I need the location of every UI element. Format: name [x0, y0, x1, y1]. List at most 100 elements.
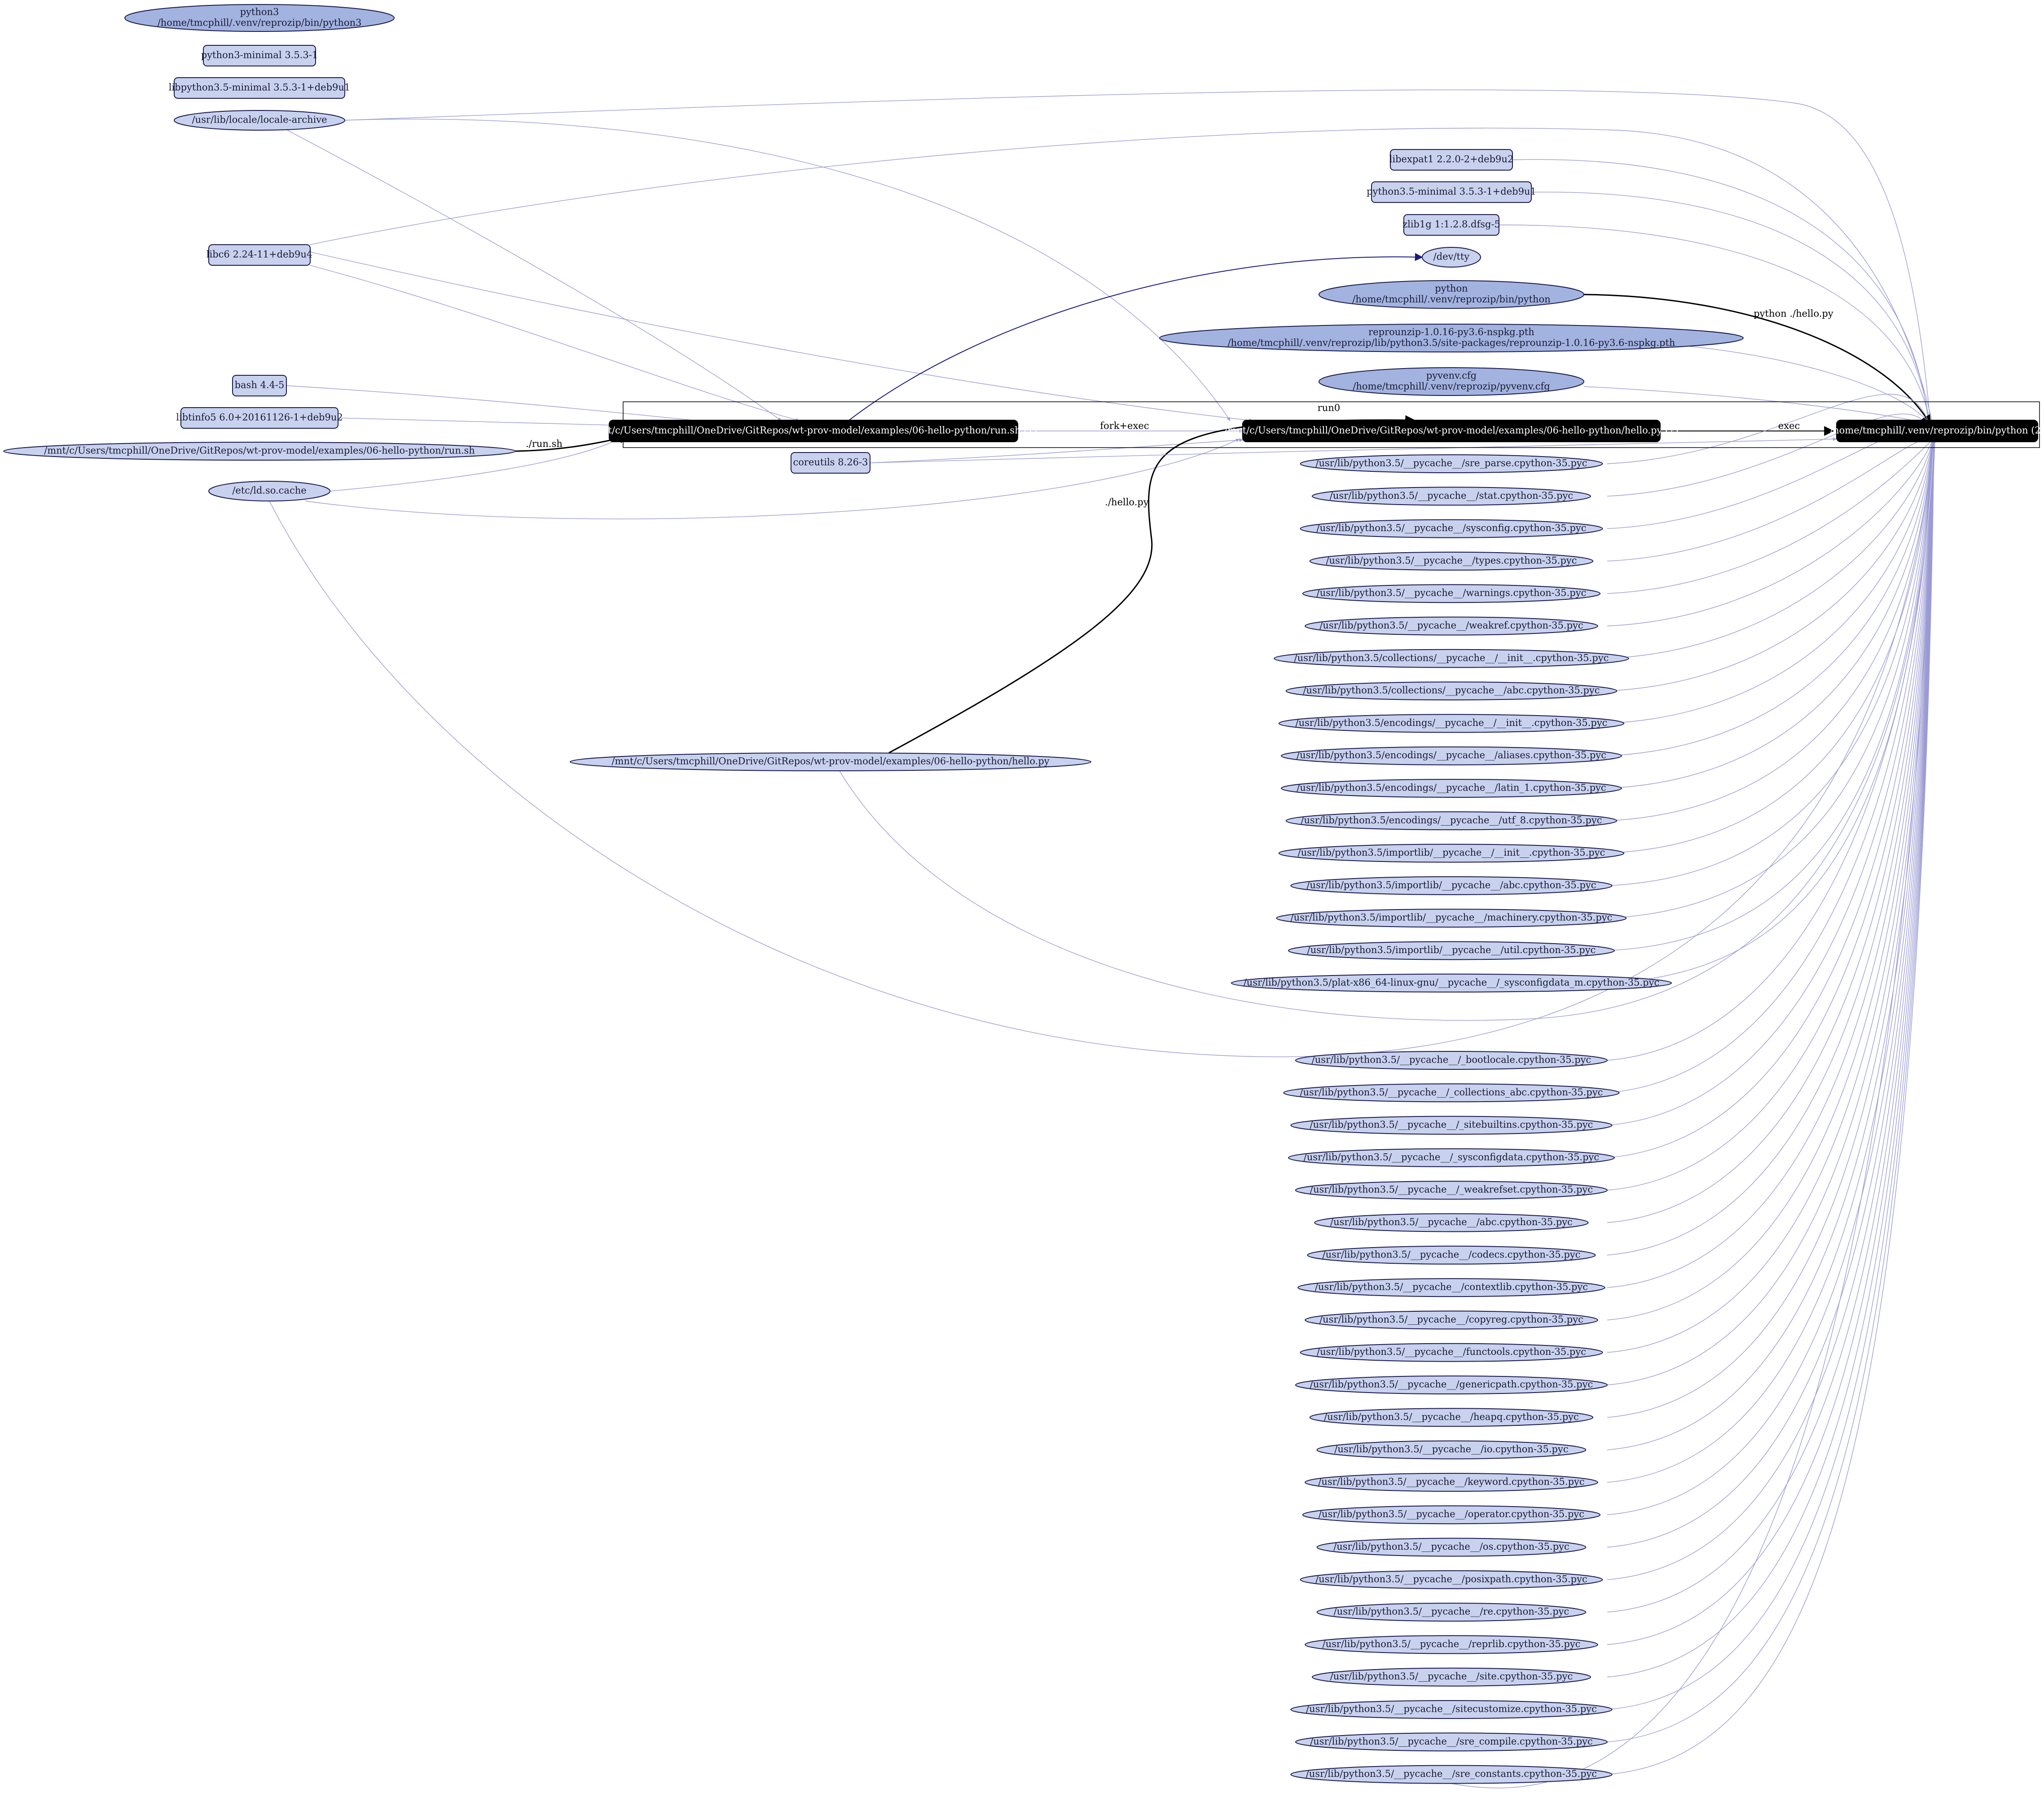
node-pyc-lower-18[interactable]: /usr/lib/python3.5/__pycache__/reprlib.c…	[1305, 1635, 1598, 1654]
node-label: /usr/lib/python3.5/collections/__pycache…	[1303, 685, 1600, 696]
node-pyc-upper-13[interactable]: /usr/lib/python3.5/importlib/__pycache__…	[1290, 876, 1613, 895]
node-pyc-lower-14[interactable]: /usr/lib/python3.5/__pycache__/operator.…	[1302, 1505, 1601, 1525]
edge-light	[1607, 435, 1934, 562]
node-pyc-upper-5[interactable]: /usr/lib/python3.5/__pycache__/weakref.c…	[1305, 616, 1598, 636]
node-libtinfo5[interactable]: libtinfo5 6.0+20161126-1+deb9u2	[176, 407, 343, 429]
node-pyc-lower-9[interactable]: /usr/lib/python3.5/__pycache__/functools…	[1300, 1343, 1603, 1362]
node-pyc-lower-1[interactable]: /usr/lib/python3.5/__pycache__/_collecti…	[1283, 1083, 1620, 1103]
node-pyc-lower-3[interactable]: /usr/lib/python3.5/__pycache__/_sysconfi…	[1288, 1148, 1615, 1167]
node-pyc-lower-10[interactable]: /usr/lib/python3.5/__pycache__/genericpa…	[1295, 1376, 1608, 1394]
nodes-layer: python3/home/tmcphill/.venv/reprozip/bin…	[3, 4, 2044, 1784]
node-pyc-lower-17[interactable]: /usr/lib/python3.5/__pycache__/re.cpytho…	[1316, 1603, 1587, 1622]
node-python3-minimal[interactable]: python3-minimal 3.5.3-1	[201, 45, 318, 66]
edge-light	[1607, 439, 1936, 1580]
edge-light	[1607, 439, 1936, 1418]
node-pyc-lower-16[interactable]: /usr/lib/python3.5/__pycache__/posixpath…	[1300, 1570, 1603, 1589]
node-pyc-upper-12[interactable]: /usr/lib/python3.5/importlib/__pycache__…	[1278, 844, 1625, 863]
node-label: python3	[240, 7, 279, 18]
node-pyc-lower-8[interactable]: /usr/lib/python3.5/__pycache__/copyreg.c…	[1305, 1310, 1598, 1330]
node-pyc-upper-3[interactable]: /usr/lib/python3.5/__pycache__/types.cpy…	[1309, 551, 1594, 571]
node-python-prog[interactable]: python/home/tmcphill/.venv/reprozip/bin/…	[1319, 280, 1584, 309]
node-pyc-lower-22[interactable]: /usr/lib/python3.5/__pycache__/sre_const…	[1290, 1765, 1613, 1784]
node-pyc-lower-12[interactable]: /usr/lib/python3.5/__pycache__/io.cpytho…	[1316, 1440, 1587, 1459]
node-proc-run-sh[interactable]: /mnt/c/Users/tmcphill/OneDrive/GitRepos/…	[590, 420, 1037, 442]
node-libpython-minimal[interactable]: libpython3.5-minimal 3.5.3-1+deb9u1	[169, 77, 351, 99]
node-pyc-lower-21[interactable]: /usr/lib/python3.5/__pycache__/sre_compi…	[1295, 1732, 1608, 1752]
node-label: /mnt/c/Users/tmcphill/OneDrive/GitRepos/…	[1224, 425, 1679, 436]
node-pyc-lower-4[interactable]: /usr/lib/python3.5/__pycache__/_weakrefs…	[1295, 1181, 1608, 1200]
edge-light	[1607, 439, 1936, 1321]
node-locale-archive[interactable]: /usr/lib/locale/locale-archive	[174, 110, 345, 131]
edge-light	[1607, 439, 1936, 1223]
node-python35-minimal[interactable]: python3.5-minimal 3.5.3-1+deb9u1	[1367, 181, 1536, 203]
edge-light	[1607, 439, 1935, 821]
node-label: pyvenv.cfg	[1426, 370, 1477, 381]
node-libexpat1[interactable]: libexpat1 2.2.0-2+deb9u2	[1389, 149, 1514, 171]
node-pyc-upper-7[interactable]: /usr/lib/python3.5/collections/__pycache…	[1285, 681, 1618, 701]
node-pyc-upper-6[interactable]: /usr/lib/python3.5/collections/__pycache…	[1274, 649, 1629, 668]
edge-light	[1607, 439, 1936, 1645]
node-label: zlib1g 1:1.2.8.dfsg-5	[1402, 219, 1500, 230]
node-pyc-lower-15[interactable]: /usr/lib/python3.5/__pycache__/os.cpytho…	[1316, 1538, 1587, 1557]
edge-light	[1607, 439, 1936, 1288]
node-pyc-upper-2[interactable]: /usr/lib/python3.5/__pycache__/sysconfig…	[1300, 519, 1603, 538]
node-pyc-upper-11[interactable]: /usr/lib/python3.5/encodings/__pycache__…	[1285, 811, 1618, 831]
node-label: /usr/lib/python3.5/__pycache__/operator.…	[1319, 1509, 1584, 1520]
node-label: /usr/lib/python3.5/__pycache__/sysconfig…	[1317, 523, 1587, 533]
node-dev-tty[interactable]: /dev/tty	[1422, 247, 1481, 268]
node-label: /usr/lib/python3.5/__pycache__/copyreg.c…	[1319, 1314, 1583, 1325]
edge-light	[1607, 439, 1936, 1742]
edge-light	[1607, 439, 1936, 1548]
node-pyc-lower-11[interactable]: /usr/lib/python3.5/__pycache__/heapq.cpy…	[1309, 1408, 1594, 1427]
node-hello-py-file[interactable]: /mnt/c/Users/tmcphill/OneDrive/GitRepos/…	[570, 752, 1091, 771]
edge-light	[1607, 439, 1935, 984]
node-pyc-upper-0[interactable]: /usr/lib/python3.5/__pycache__/sre_parse…	[1300, 454, 1603, 473]
node-bash[interactable]: bash 4.4-5	[232, 375, 287, 396]
node-python3[interactable]: python3/home/tmcphill/.venv/reprozip/bin…	[124, 4, 395, 32]
edge-light	[1451, 439, 1937, 1789]
node-pyc-lower-20[interactable]: /usr/lib/python3.5/__pycache__/sitecusto…	[1290, 1700, 1613, 1719]
node-nspkg-pth[interactable]: reprounzip-1.0.16-py3.6-nspkg.pth/home/t…	[1159, 324, 1744, 352]
node-libc6[interactable]: libc6 2.24-11+deb9u4	[207, 244, 312, 266]
node-pyvenv-cfg[interactable]: pyvenv.cfg/home/tmcphill/.venv/reprozip/…	[1319, 367, 1584, 396]
edge-light	[341, 119, 1231, 421]
node-label: /usr/lib/python3.5/importlib/__pycache__…	[1298, 847, 1605, 858]
edge-light	[1607, 439, 1936, 1061]
node-run-sh-file[interactable]: /mnt/c/Users/tmcphill/OneDrive/GitRepos/…	[3, 442, 516, 461]
node-label: /usr/lib/python3.5/__pycache__/_collecti…	[1300, 1087, 1603, 1098]
node-pyc-lower-6[interactable]: /usr/lib/python3.5/__pycache__/codecs.cp…	[1307, 1245, 1596, 1265]
node-proc-python[interactable]: /home/tmcphill/.venv/reprozip/bin/python…	[1830, 420, 2044, 442]
edge-label: python ./hello.py	[1754, 308, 1833, 319]
edge-light	[1607, 439, 1935, 886]
node-label: /usr/lib/python3.5/__pycache__/functools…	[1317, 1346, 1586, 1357]
node-pyc-lower-7[interactable]: /usr/lib/python3.5/__pycache__/contextli…	[1297, 1278, 1605, 1297]
node-zlib1g[interactable]: zlib1g 1:1.2.8.dfsg-5	[1402, 214, 1500, 236]
node-pyc-upper-14[interactable]: /usr/lib/python3.5/importlib/__pycache__…	[1276, 909, 1627, 928]
node-pyc-lower-2[interactable]: /usr/lib/python3.5/__pycache__/_sitebuil…	[1290, 1116, 1613, 1135]
node-label: libtinfo5 6.0+20161126-1+deb9u2	[176, 412, 343, 423]
node-label: /usr/lib/python3.5/__pycache__/types.cpy…	[1326, 555, 1577, 566]
node-label: /usr/lib/python3.5/__pycache__/io.cpytho…	[1334, 1444, 1568, 1455]
node-pyc-upper-1[interactable]: /usr/lib/python3.5/__pycache__/stat.cpyt…	[1312, 487, 1591, 506]
node-pyc-upper-4[interactable]: /usr/lib/python3.5/__pycache__/warnings.…	[1302, 584, 1601, 603]
edge-light	[1607, 439, 1936, 1678]
node-pyc-lower-19[interactable]: /usr/lib/python3.5/__pycache__/site.cpyt…	[1312, 1667, 1591, 1687]
node-pyc-upper-10[interactable]: /usr/lib/python3.5/encodings/__pycache__…	[1281, 779, 1622, 798]
edge-light	[309, 265, 800, 422]
edge-light	[1499, 224, 1932, 425]
node-pyc-upper-9[interactable]: /usr/lib/python3.5/encodings/__pycache__…	[1281, 746, 1622, 765]
node-label: /usr/lib/python3.5/__pycache__/keyword.c…	[1318, 1476, 1584, 1487]
node-pyc-lower-0[interactable]: /usr/lib/python3.5/__pycache__/_bootloca…	[1295, 1051, 1608, 1070]
node-proc-hello-py[interactable]: /mnt/c/Users/tmcphill/OneDrive/GitRepos/…	[1224, 420, 1679, 442]
node-pyc-upper-15[interactable]: /usr/lib/python3.5/importlib/__pycache__…	[1288, 941, 1615, 960]
node-pyc-lower-5[interactable]: /usr/lib/python3.5/__pycache__/abc.cpyth…	[1314, 1213, 1589, 1232]
node-pyc-upper-8[interactable]: /usr/lib/python3.5/encodings/__pycache__…	[1278, 714, 1625, 733]
node-pyc-lower-13[interactable]: /usr/lib/python3.5/__pycache__/keyword.c…	[1305, 1472, 1598, 1492]
node-coreutils[interactable]: coreutils 8.26-3	[791, 452, 870, 474]
node-label: /usr/lib/python3.5/collections/__pycache…	[1294, 652, 1609, 663]
edge-light	[1607, 439, 1936, 1710]
node-ld-so-cache[interactable]: /etc/ld.so.cache	[208, 481, 330, 501]
node-label: /mnt/c/Users/tmcphill/OneDrive/GitRepos/…	[590, 425, 1037, 436]
node-pyc-upper-16[interactable]: /usr/lib/python3.5/plat-x86_64-linux-gnu…	[1231, 973, 1672, 993]
